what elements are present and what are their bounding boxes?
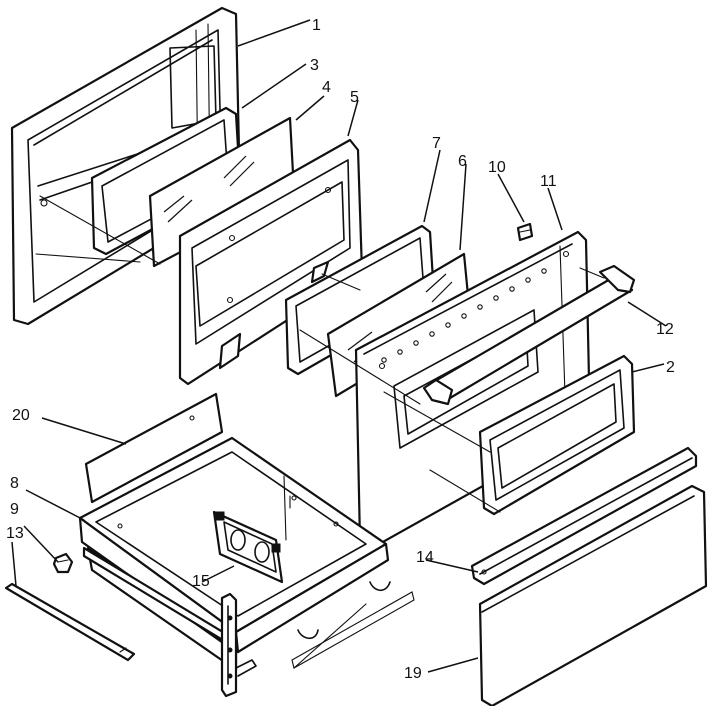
alignment-lines [39,195,501,513]
part-15-drawer-bracket [212,510,284,584]
leader-lines [11,19,667,673]
callout-2: 2 [666,359,675,376]
callout-10: 10 [488,159,506,176]
part-13-rod [4,582,136,662]
callout-numbers: 1 2 3 4 5 6 7 8 9 10 11 12 13 14 15 19 2… [6,17,675,682]
part-2-window-assembly [478,354,636,516]
callout-3: 3 [310,57,319,74]
callout-4: 4 [322,79,331,96]
callout-12: 12 [656,321,674,338]
callout-6: 6 [458,153,467,170]
part-10-screw [516,222,534,242]
callout-11: 11 [540,173,557,190]
part-12-door-handle [422,264,636,406]
callout-14: 14 [416,549,434,566]
callout-19: 19 [404,665,422,682]
callout-7: 7 [432,135,441,152]
callout-13: 13 [6,525,24,542]
drawer-glide-rail [82,546,415,698]
part-19-drawer-front-panel [478,484,708,706]
callout-1: 1 [312,17,321,34]
callout-8: 8 [10,475,19,492]
part-9-clip [52,552,74,574]
callout-15: 15 [192,573,210,590]
callout-5: 5 [350,89,359,106]
part-14-drawer-front-trim [470,446,698,586]
callout-9: 9 [10,501,19,518]
callout-20: 20 [12,407,30,424]
part-20-drawer-back-panel [84,392,224,504]
